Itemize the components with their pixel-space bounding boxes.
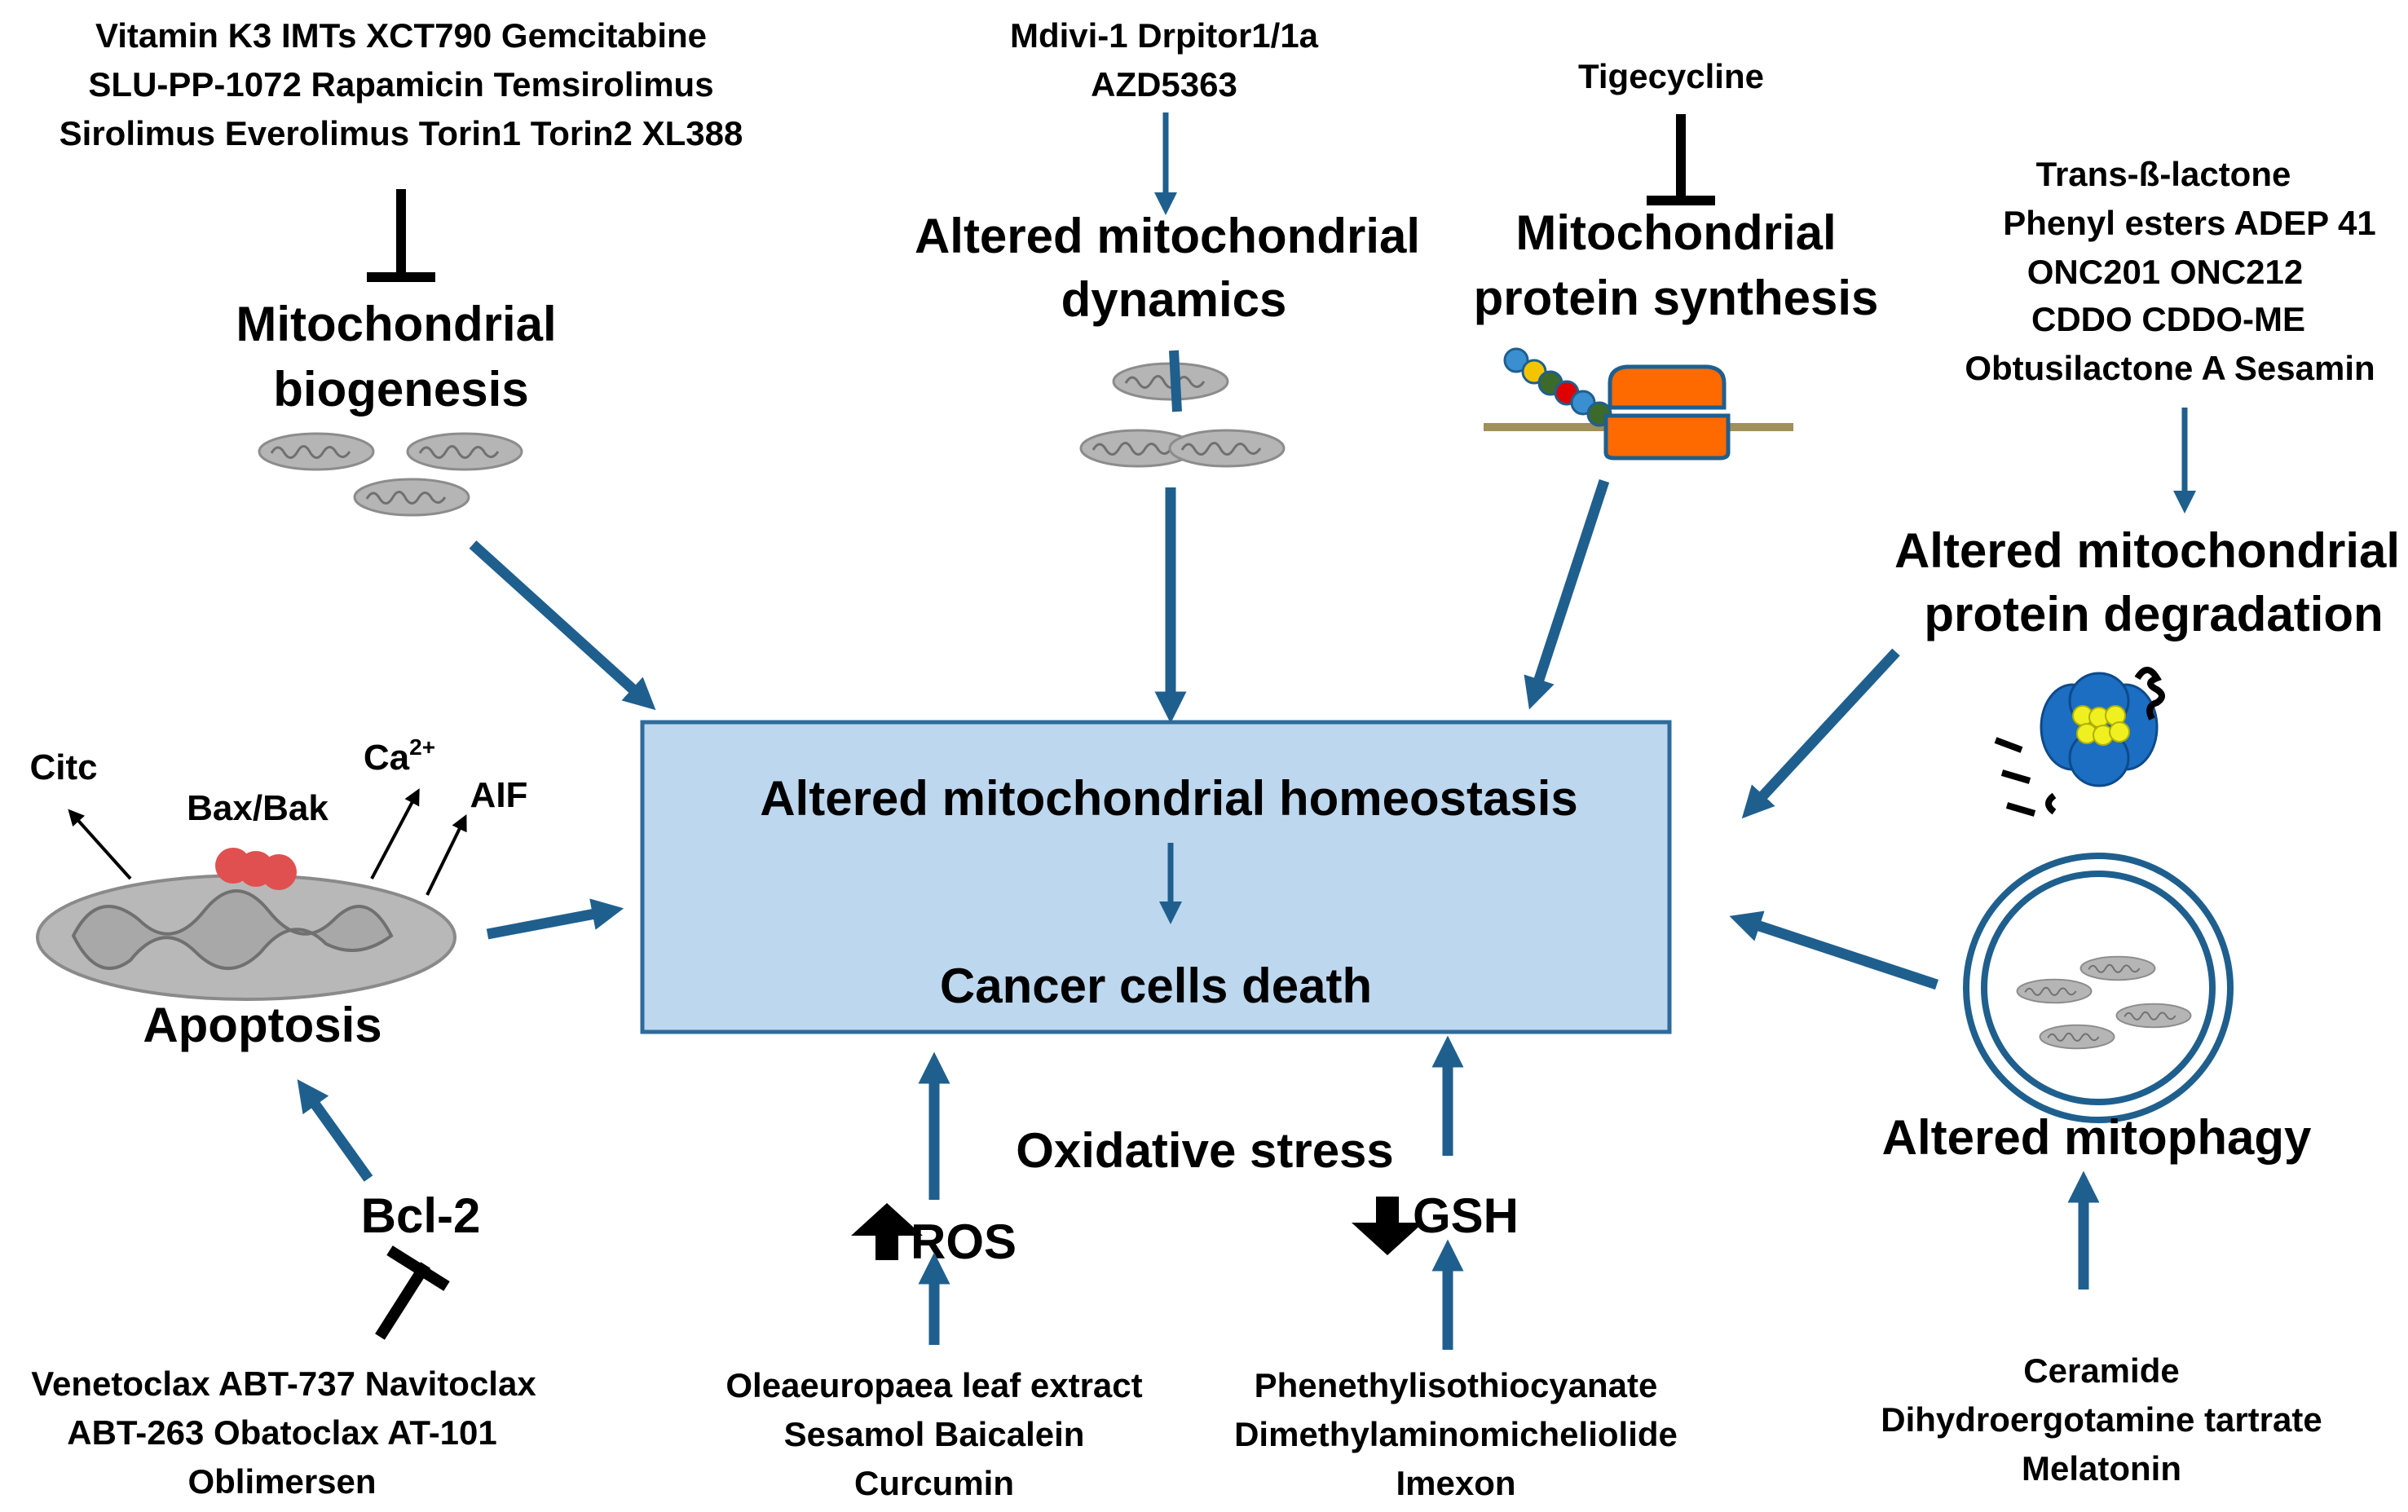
gsh-drug-line-1: Phenethylisothiocyanate [1255, 1366, 1658, 1404]
gsh-label: GSH [1413, 1188, 1519, 1243]
aif-label: AIF [470, 775, 528, 815]
biogenesis-title-line-1: Mitochondrial [236, 297, 556, 351]
biogenesis-mitochondria-icon [258, 432, 523, 517]
synthesis-title-line-1: Mitochondrial [1515, 205, 1836, 260]
dynamics-title-line-2: dynamics [1061, 272, 1287, 327]
dynamics-drug-line-1: Mdivi-1 Drpitor1/1a [1010, 16, 1319, 55]
bcl2-inhibition-icon [375, 1245, 450, 1340]
apoptosis-mitochondrion-icon [36, 848, 456, 1001]
ros-label: ROS [911, 1214, 1017, 1269]
mitophagy-drug-line-1: Ceramide [2023, 1351, 2179, 1390]
autophagosome-icon [1963, 853, 2234, 1123]
degradation-drug-line-5: Obtusilactone A Sesamin [1965, 349, 2375, 387]
gsh-decrease-icon [1352, 1197, 1423, 1255]
degradation-drug-line-1: Trans-ß-lactone [2036, 155, 2291, 193]
biogenesis-drug-line-2: SLU-PP-1072 Rapamicin Temsirolimus [88, 65, 713, 104]
synthesis-drug: Tigecycline [1578, 57, 1764, 95]
synthesis-title-line-2: protein synthesis [1474, 271, 1879, 325]
ros-drug-line-2: Sesamol Baicalein [784, 1415, 1085, 1453]
gsh-drug-line-3: Imexon [1396, 1464, 1515, 1502]
citc-label: Citc [29, 747, 97, 787]
mitophagy-drug-line-2: Dihydroergotamine tartrate [1881, 1400, 2322, 1439]
citc-release-arrow [68, 809, 132, 880]
calcium-symbol: Ca [364, 738, 410, 778]
biogenesis-drug-line-1: Vitamin K3 IMTs XCT790 Gemcitabine [95, 16, 707, 55]
ros-increase-icon [851, 1203, 923, 1260]
degradation-title-line-1: Altered mitochondrial [1894, 523, 2400, 578]
cancer-death-label: Cancer cells death [940, 959, 1372, 1013]
dividing-mitochondria-icon [1079, 350, 1286, 468]
synthesis-arrow [1524, 478, 1610, 710]
bcl2-drug-line-3: Oblimersen [187, 1462, 376, 1501]
ros-drug-line-3: Curcumin [854, 1464, 1014, 1502]
biogenesis-drug-line-3: Sirolimus Everolimus Torin1 Torin2 XL388 [60, 114, 743, 152]
degradation-drug-line-4: CDDO CDDO-ME [2031, 300, 2305, 338]
bax-bak-label: Bax/Bak [187, 788, 329, 828]
degradation-arrow [1741, 648, 1900, 819]
aif-release-arrow [426, 814, 467, 896]
biogenesis-drugs: Vitamin K3 IMTs XCT790 Gemcitabine SLU-P… [60, 16, 743, 152]
mitophagy-drug-line-3: Melatonin [2022, 1449, 2181, 1488]
synthesis-inhibition-icon [1647, 114, 1715, 205]
calcium-superscript: 2+ [409, 734, 435, 760]
dynamics-title-line-1: Altered mitochondrial [915, 209, 1420, 263]
gsh-drug-line-2: Dimethylaminomicheliolide [1234, 1415, 1678, 1453]
apoptosis-title: Apoptosis [143, 998, 381, 1052]
protease-icon [1994, 667, 2165, 817]
calcium-release-arrow [370, 788, 420, 879]
bcl2-label: Bcl-2 [361, 1188, 481, 1243]
bcl2-arrow [297, 1079, 373, 1182]
bcl2-drug-line-1: Venetoclax ABT-737 Navitoclax [31, 1364, 536, 1403]
biogenesis-title-line-2: biogenesis [273, 362, 528, 417]
mitophagy-arrow [1729, 910, 1939, 990]
oxidative-stress-title: Oxidative stress [1016, 1123, 1394, 1178]
degradation-drug-line-2: Phenyl esters ADEP 41 [2003, 204, 2376, 242]
dynamics-drug-line-2: AZD5363 [1091, 65, 1237, 104]
ros-drug-line-1: Oleaeuropaea leaf extract [725, 1366, 1142, 1404]
center-box [640, 720, 1672, 1034]
degradation-title-line-2: protein degradation [1924, 587, 2383, 641]
bcl2-drug-line-2: ABT-263 Obatoclax AT-101 [67, 1413, 497, 1452]
mitophagy-title: Altered mitophagy [1882, 1110, 2312, 1165]
ribosome-icon [1484, 347, 1793, 461]
homeostasis-label: Altered mitochondrial homeostasis [760, 771, 1578, 826]
degradation-drug-line-3: ONC201 ONC212 [2027, 253, 2303, 291]
calcium-label: Ca2+ [364, 734, 435, 778]
apoptosis-arrow [486, 898, 624, 940]
biogenesis-arrow [469, 540, 656, 711]
biogenesis-inhibition-icon [367, 189, 435, 282]
